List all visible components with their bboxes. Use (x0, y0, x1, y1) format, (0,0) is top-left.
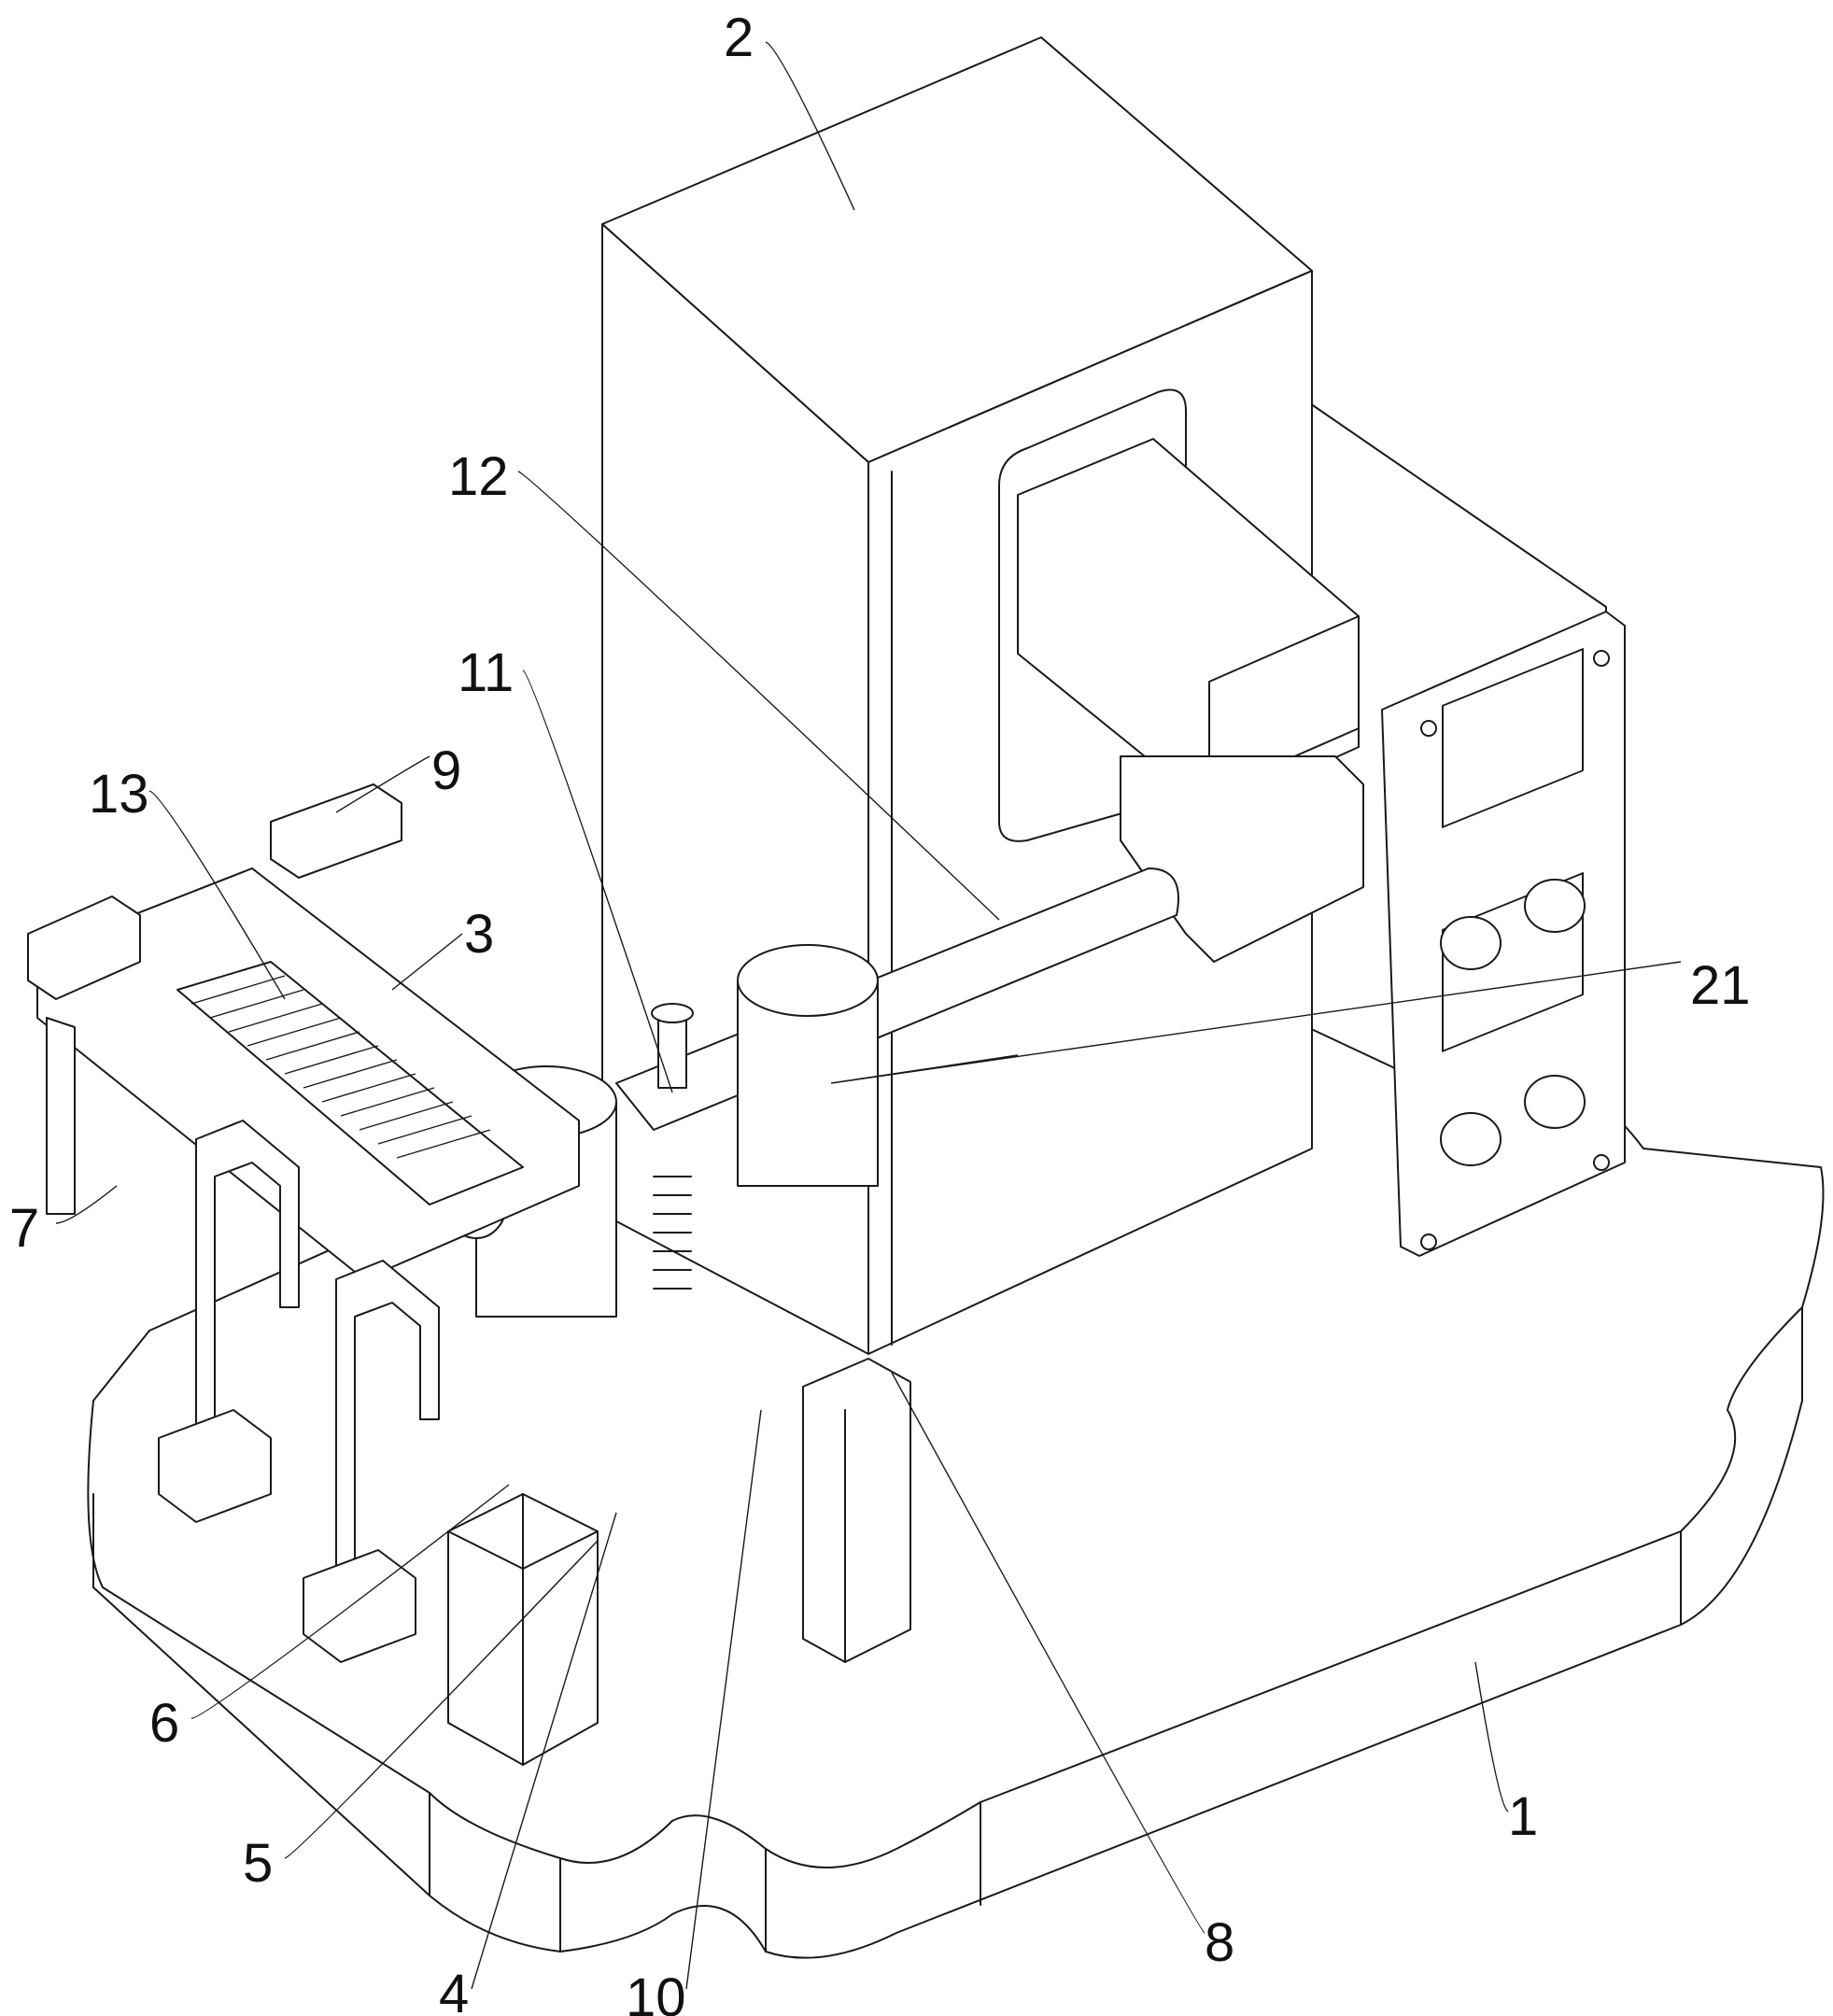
label-11: 11 (458, 642, 514, 703)
label-7: 7 (9, 1198, 39, 1259)
label-4: 4 (439, 1964, 469, 2016)
control-panel (1382, 612, 1625, 1256)
upright-housing (602, 37, 1363, 1354)
label-13: 13 (89, 764, 149, 825)
label-9: 9 (431, 740, 461, 801)
label-2: 2 (724, 7, 754, 68)
label-1: 1 (1508, 1786, 1538, 1847)
conveyor (28, 784, 579, 1279)
label-8: 8 (1205, 1912, 1234, 1973)
label-10: 10 (626, 1967, 686, 2016)
label-6: 6 (149, 1693, 179, 1754)
label-12: 12 (448, 446, 509, 507)
label-21: 21 (1690, 955, 1751, 1016)
label-5: 5 (243, 1833, 273, 1894)
label-3: 3 (464, 904, 494, 965)
